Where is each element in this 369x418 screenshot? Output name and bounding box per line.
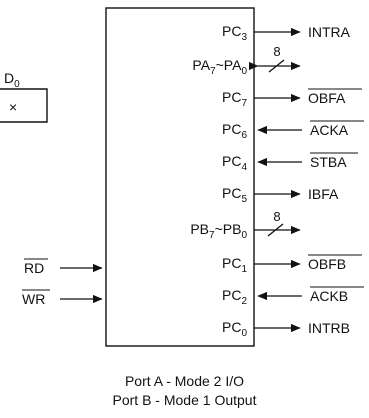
pin-pc5: PC5 (222, 185, 247, 205)
pin-pc3: PC3 (222, 23, 247, 43)
control-bit-label: D (4, 70, 14, 86)
caption-port-a: Port A - Mode 2 I/O (124, 373, 245, 389)
pin-pb-bus: PB7~PB0 (190, 221, 247, 241)
signal-lines (60, 27, 302, 333)
svg-text:D0: D0 (4, 70, 20, 90)
label-stba: STBA (310, 154, 347, 170)
input-names: RD WR (22, 258, 50, 307)
bus-a-width: 8 (273, 44, 280, 59)
chip-8255 (105, 7, 255, 347)
pin-pc4: PC4 (222, 153, 247, 173)
control-bit-sub: 0 (14, 79, 20, 90)
pin-pc2: PC2 (222, 287, 247, 307)
label-acka: ACKA (310, 122, 349, 138)
signal-names: INTRA 8 OBFA ACKA STBA IBFA 8 OBFB ACKB … (273, 24, 364, 336)
label-rd: RD (24, 260, 44, 276)
label-intrb: INTRB (308, 320, 350, 336)
label-ackb: ACKB (310, 288, 348, 304)
bus-a-slash (268, 59, 285, 73)
label-obfb: OBFB (308, 256, 346, 272)
pin-pc7: PC7 (222, 89, 247, 109)
label-ibfa: IBFA (308, 186, 339, 202)
label-obfa: OBFA (308, 90, 346, 106)
bus-b-slash (267, 223, 284, 237)
pin-pc0: PC0 (222, 319, 247, 339)
label-intra: INTRA (308, 24, 351, 40)
control-word-box: D0 × (0, 70, 48, 123)
bus-b-width: 8 (273, 209, 280, 224)
pin-labels: PC3 PA7~PA0 PC7 PC6 PC4 PC5 PB7~PB0 PC1 … (190, 23, 247, 339)
control-bit-value: × (9, 99, 17, 115)
pin-pc1: PC1 (222, 255, 247, 275)
pin-pc6: PC6 (222, 121, 247, 141)
label-wr: WR (22, 291, 45, 307)
caption-port-b: Port B - Mode 1 Output (112, 392, 257, 408)
pin-pa-bus: PA7~PA0 (192, 57, 247, 77)
